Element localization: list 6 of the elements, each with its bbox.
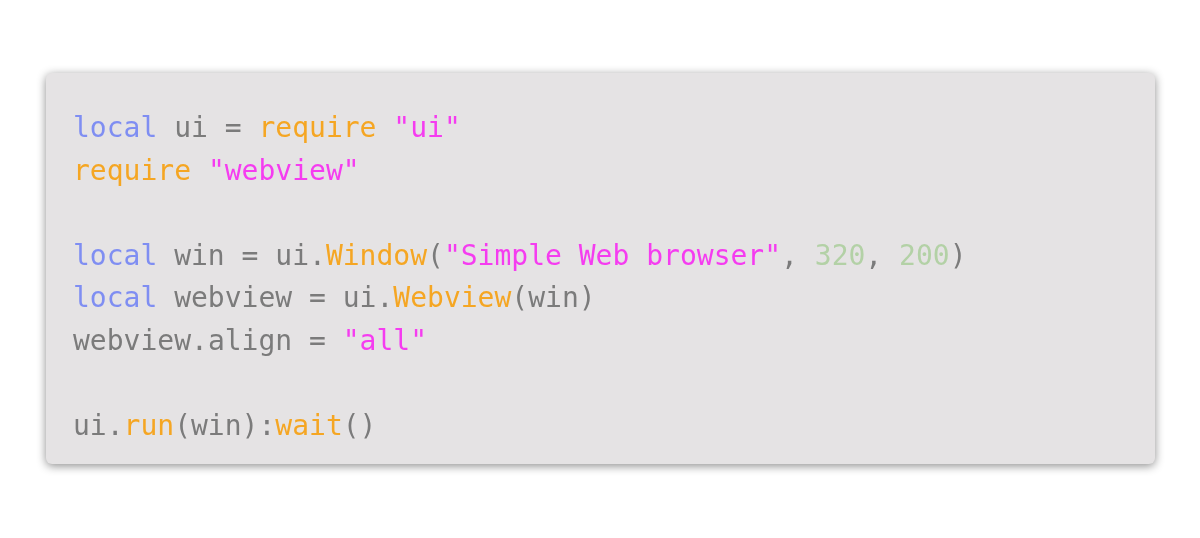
code-line: webview.align = "all" (73, 323, 428, 358)
code-line: require "webview" (73, 153, 360, 188)
code-line: local win = ui.Window("Simple Web browser", 320, 200) (73, 238, 967, 273)
code-line: local webview = ui.Webview(win) (73, 281, 596, 315)
code-line: local ui = require "ui" (73, 111, 461, 145)
code-line: ui.run(win):wait() (73, 408, 377, 443)
